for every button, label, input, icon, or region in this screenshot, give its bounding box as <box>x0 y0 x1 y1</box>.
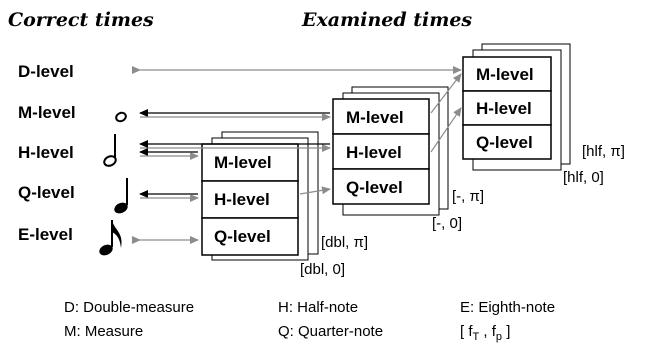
arrow-mid-to-right-m <box>430 73 462 114</box>
eighth-note-icon <box>99 220 122 256</box>
left-param-zero: [dbl, 0] <box>300 261 345 278</box>
middle-param-zero: [-, 0] <box>432 215 462 232</box>
left-h-level-label: H-level <box>214 190 270 209</box>
legend-q: Q: Quarter-note <box>278 323 383 340</box>
right-m-level-label: M-level <box>476 65 534 84</box>
left-param-pi: [dbl, π] <box>321 234 368 251</box>
stack-right: M-level H-level Q-level [hlf, π] [hlf, 0… <box>462 43 625 186</box>
middle-h-level-label: H-level <box>346 143 402 162</box>
middle-q-level-box <box>332 168 430 205</box>
left-q-level-box <box>201 217 299 256</box>
legend-f-params: [ fT , fp ] <box>460 323 510 343</box>
arrow-mid-to-right-h <box>430 107 462 153</box>
left-m-level-box <box>201 143 299 182</box>
examined-times-header: Examined times <box>301 9 472 31</box>
legend-m: M: Measure <box>64 323 143 340</box>
row-label-h-level: H-level <box>18 143 74 162</box>
right-param-pi: [hlf, π] <box>582 143 625 160</box>
legend-d: D: Double-measure <box>64 299 194 316</box>
middle-q-level-label: Q-level <box>346 178 403 197</box>
correct-times-header: Correct times <box>8 9 154 31</box>
whole-note-icon <box>115 111 127 123</box>
left-m-level-label: M-level <box>214 153 272 172</box>
row-label-d-level: D-level <box>18 62 74 81</box>
right-h-level-label: H-level <box>476 99 532 118</box>
right-q-level-label: Q-level <box>476 133 533 152</box>
row-label-q-level: Q-level <box>18 183 75 202</box>
middle-param-pi: [-, π] <box>452 188 484 205</box>
legend-h: H: Half-note <box>278 299 358 316</box>
middle-m-level-box <box>332 98 430 135</box>
stack-middle: M-level H-level Q-level [-, π] [-, 0] <box>332 86 484 232</box>
left-q-level-label: Q-level <box>214 227 271 246</box>
right-m-level-box <box>462 56 552 92</box>
half-note-icon <box>103 134 117 167</box>
quarter-note-icon <box>114 178 128 214</box>
stack-left: M-level H-level Q-level [dbl, π] [dbl, 0… <box>201 131 368 278</box>
row-label-e-level: E-level <box>18 225 73 244</box>
middle-m-level-label: M-level <box>346 108 404 127</box>
right-q-level-box <box>462 124 552 160</box>
row-label-m-level: M-level <box>18 103 76 122</box>
arrow-left-to-mid-q <box>299 186 331 195</box>
legend-e: E: Eighth-note <box>460 299 555 316</box>
right-param-zero: [hlf, 0] <box>563 169 604 186</box>
